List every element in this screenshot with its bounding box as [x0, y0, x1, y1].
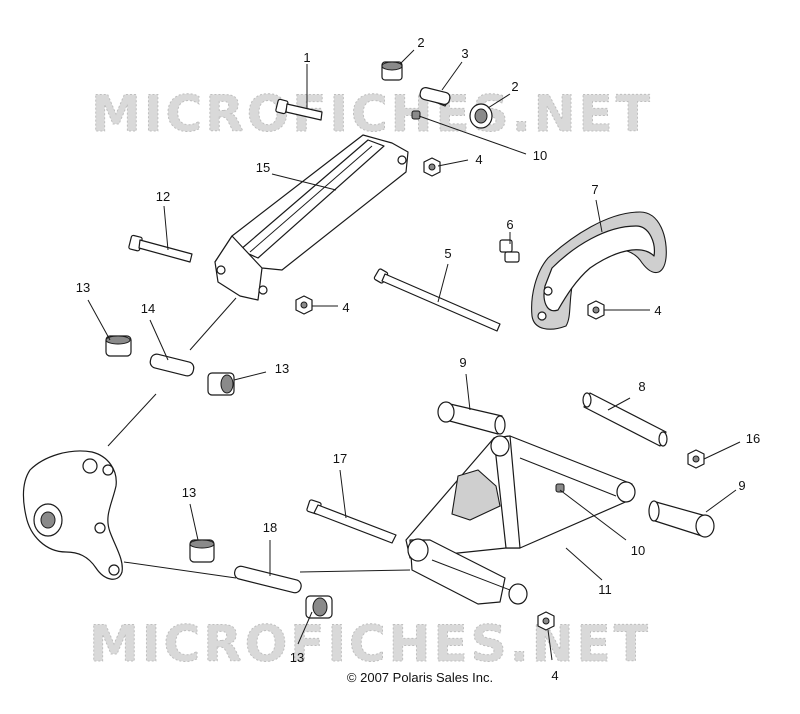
part-16-nut — [687, 449, 705, 469]
part-4-nut-a — [423, 157, 441, 177]
callout-4-a: 4 — [475, 152, 482, 167]
part-13-bushing-a — [105, 335, 132, 357]
part-7-cover — [531, 211, 667, 330]
part-8-long-pin — [582, 392, 668, 447]
callout-12: 12 — [156, 189, 170, 204]
part-5-long-bolt — [373, 268, 501, 332]
callout-15: 15 — [256, 160, 270, 175]
part-1-bolt — [275, 98, 323, 121]
part-4-nut-c — [587, 300, 605, 320]
part-4-nut-b — [295, 295, 313, 315]
part-9-pin-lower — [648, 500, 715, 538]
callout-2-right: 2 — [511, 79, 518, 94]
callout-2-top: 2 — [417, 35, 424, 50]
callout-14: 14 — [141, 301, 155, 316]
callout-16: 16 — [746, 431, 760, 446]
callout-8: 8 — [638, 379, 645, 394]
part-4-nut-d — [537, 611, 555, 631]
callout-11: 11 — [598, 582, 612, 597]
callout-3: 3 — [461, 46, 468, 61]
callout-10-lower: 10 — [631, 543, 645, 558]
part-13-bushing-b — [207, 372, 235, 396]
callout-6: 6 — [506, 217, 513, 232]
callout-1: 1 — [303, 50, 310, 65]
callout-numbers: 1 2 2 3 4 4 4 4 5 6 7 8 9 9 10 10 11 12 … — [76, 35, 760, 683]
callout-9-upper: 9 — [459, 355, 466, 370]
callout-17: 17 — [333, 451, 347, 466]
callout-4-d: 4 — [551, 668, 558, 683]
callout-10-top: 10 — [533, 148, 547, 163]
part-15-upper-bracket — [214, 134, 409, 301]
part-9-pin-upper — [437, 401, 506, 435]
watermark-top: MICROFICHES.NET — [91, 85, 653, 143]
part-14-sleeve — [149, 353, 195, 377]
callout-4-c: 4 — [654, 303, 661, 318]
callout-13-a: 13 — [76, 280, 90, 295]
part-13-bushing-c — [189, 539, 215, 563]
callout-7: 7 — [591, 182, 598, 197]
part-6-bolt — [499, 239, 520, 263]
leader-lines — [87, 49, 741, 661]
part-10-fitting-lower — [555, 483, 565, 493]
part-3-sleeve — [419, 87, 451, 107]
part-12-bolt — [128, 234, 193, 263]
callout-13-b: 13 — [275, 361, 289, 376]
callout-9-lower: 9 — [738, 478, 745, 493]
callout-5: 5 — [444, 246, 451, 261]
callout-13-d: 13 — [290, 650, 304, 665]
part-17-bolt — [306, 499, 397, 544]
callout-13-c: 13 — [182, 485, 196, 500]
part-2-bushing-top — [381, 61, 403, 81]
callout-18: 18 — [263, 520, 277, 535]
part-18-sleeve — [233, 565, 302, 594]
part-2-bushing-right — [469, 103, 493, 129]
steering-knuckle — [22, 450, 123, 580]
part-13-bushing-d — [305, 595, 333, 619]
part-11-lower-frame — [405, 435, 636, 605]
part-10-fitting-top — [411, 110, 421, 120]
copyright-notice: © 2007 Polaris Sales Inc. — [347, 670, 493, 685]
callout-4-b: 4 — [342, 300, 349, 315]
watermark-bottom: MICROFICHES.NET — [89, 615, 651, 673]
